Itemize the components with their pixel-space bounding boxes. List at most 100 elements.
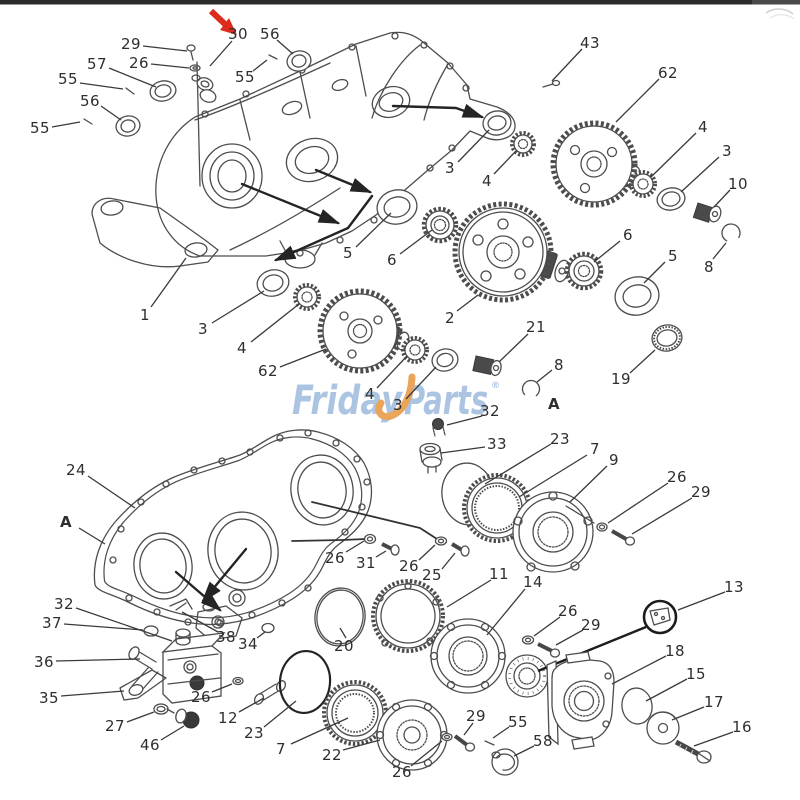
part-label-62: 62	[658, 64, 678, 82]
gear-6	[421, 206, 459, 244]
serrated-ring-7	[462, 473, 532, 543]
seal-ring-3	[256, 269, 290, 297]
pin-55	[268, 54, 278, 60]
top-mounting-hardware	[83, 44, 561, 187]
leader-line	[63, 623, 144, 631]
lower-gear-train	[256, 269, 459, 374]
o-ring-37	[143, 625, 159, 637]
part-label-57: 57	[87, 55, 107, 73]
part-label-55: 55	[235, 68, 255, 86]
part-label-12: 12	[218, 709, 238, 727]
part-label-29: 29	[121, 35, 141, 53]
gear-4	[293, 283, 321, 311]
part-label-4: 4	[482, 172, 492, 190]
leader-line	[375, 550, 387, 558]
leader-line	[484, 443, 552, 485]
gear-4	[629, 170, 657, 198]
plug-46	[166, 708, 200, 729]
part-label-26: 26	[558, 602, 578, 620]
gear-6	[564, 251, 604, 291]
scan-artifact	[765, 8, 794, 15]
bolt-29	[453, 734, 476, 752]
part-label-1: 1	[140, 306, 150, 324]
leader-line	[238, 697, 265, 713]
splined-plug-10	[692, 202, 722, 223]
part-label-15: 15	[686, 665, 706, 683]
leader-line	[211, 683, 233, 693]
leader-line	[79, 82, 124, 90]
part-label-19: 19	[611, 370, 631, 388]
part-label-43: 43	[580, 34, 600, 52]
leader-line	[629, 349, 656, 374]
leader-line	[486, 588, 526, 636]
part-label-17: 17	[704, 693, 724, 711]
washer-26	[521, 635, 535, 645]
part-label-20: 20	[334, 637, 354, 655]
part-label-32: 32	[54, 595, 74, 613]
leader-line	[355, 212, 392, 248]
leader-line	[607, 482, 669, 524]
pin-55	[83, 118, 93, 125]
large-gear-2	[452, 201, 570, 303]
part-label-6: 6	[387, 251, 397, 269]
part-label-26: 26	[399, 557, 419, 575]
leader-line	[671, 706, 705, 721]
leader-line	[51, 121, 81, 128]
leader-line	[181, 611, 219, 633]
gear-4	[510, 131, 536, 157]
part-label-4: 4	[698, 118, 708, 136]
stud-9	[565, 505, 595, 524]
part-label-3: 3	[393, 396, 403, 414]
leader-line	[492, 726, 510, 739]
end-yoke-group	[521, 635, 712, 764]
output-flange-group	[322, 680, 519, 776]
leader-line	[441, 552, 456, 570]
leader-line	[250, 303, 300, 343]
seal-ring-27	[153, 703, 169, 715]
bolt-32	[432, 418, 446, 437]
part-label-5: 5	[668, 247, 678, 265]
leader-line	[611, 655, 667, 685]
leader-line	[75, 607, 173, 642]
o-ring-23	[278, 649, 332, 715]
part-label-26: 26	[191, 688, 211, 706]
circled-part-13	[537, 599, 678, 673]
snap-ring-8	[521, 379, 541, 399]
leader-line	[645, 678, 688, 702]
bolt-29	[537, 642, 561, 658]
leader-line	[150, 63, 190, 69]
large-gear-62	[317, 288, 410, 374]
leader-line	[399, 229, 433, 255]
upper-seal-chain	[419, 418, 636, 573]
leader-line	[569, 465, 608, 503]
scan-artifact	[769, 14, 795, 20]
plug-32	[175, 628, 191, 638]
leader-line	[87, 475, 136, 509]
leader-line	[345, 540, 365, 553]
part-label-7: 7	[276, 740, 286, 758]
watermark-swoosh-icon	[375, 373, 416, 421]
washer-26	[434, 536, 448, 546]
part-label-6: 6	[623, 226, 633, 244]
part-label-4: 4	[237, 339, 247, 357]
stud-31	[381, 542, 400, 556]
plate-bolt-holes	[109, 429, 371, 627]
part-label-4: 4	[365, 385, 375, 403]
leader-line	[342, 739, 381, 751]
leader-line	[712, 242, 727, 260]
seal-ring-3	[656, 187, 686, 211]
snap-ring-8	[721, 223, 741, 243]
part-label-31: 31	[356, 554, 376, 572]
leader-line	[418, 544, 436, 561]
part-label-25: 25	[422, 566, 442, 584]
washer-26	[189, 64, 201, 72]
part-label-35: 35	[39, 689, 59, 707]
tube-bracket-35	[119, 667, 167, 701]
part-label-55: 55	[58, 70, 78, 88]
large-gear-62	[550, 120, 641, 208]
part-label-30: 30	[228, 25, 248, 43]
leader-line	[405, 366, 437, 400]
top-bar	[0, 0, 800, 20]
part-label-11: 11	[489, 565, 509, 583]
washer-26	[596, 522, 608, 532]
